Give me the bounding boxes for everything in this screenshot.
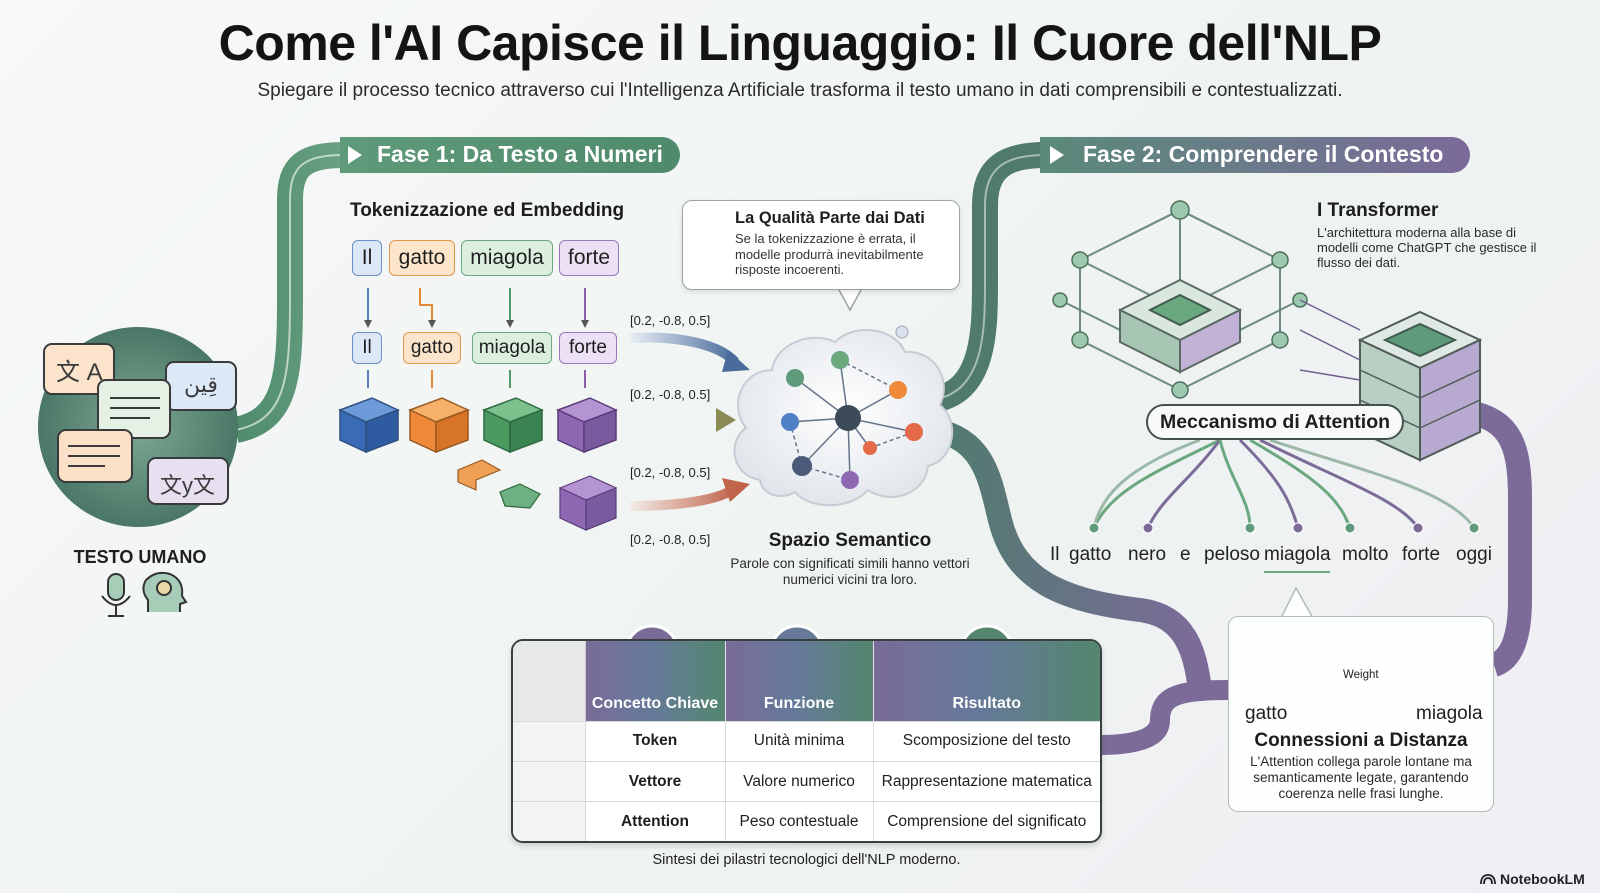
block-small-green [499, 483, 541, 509]
distance-title: Connessioni a Distanza [1254, 730, 1468, 751]
vector-label-1: [0.2, -0.8, 0.5] [630, 313, 711, 328]
speech-bubbles-icon [43, 343, 237, 505]
block-small-orange [457, 459, 502, 491]
token-il: Il [352, 240, 382, 276]
bubble-glyph-chinese: 文y文 [160, 473, 216, 498]
distance-to-word: miagola [1416, 703, 1483, 724]
row-concept: Attention [585, 801, 726, 841]
sentence-word: nero [1128, 544, 1167, 565]
semantic-title: Spazio Semantico [768, 530, 932, 551]
human-text-label: TESTO UMANO [73, 547, 207, 567]
sentence-word: Il [1050, 544, 1060, 565]
table-row: Token Unità minima Scomposizione del tes… [513, 720, 1100, 762]
phase1-label: Fase 1: Da Testo a Numeri [377, 141, 663, 167]
distance-from-word: gatto [1245, 703, 1288, 724]
bubble-glyph-translate: 文 A [56, 359, 103, 386]
transformer-title: I Transformer [1317, 200, 1439, 221]
phase2-banner [1040, 137, 1470, 173]
token-id-forte: forte [559, 332, 617, 364]
phase2-label: Fase 2: Comprendere il Contesto [1083, 141, 1444, 167]
lower-flow-path [932, 418, 1212, 692]
sentence-word-highlight: miagola [1264, 544, 1331, 565]
embedding-blocks [338, 397, 618, 531]
token-down-arrows [367, 288, 586, 388]
table-header-concept: Concetto Chiave [585, 641, 726, 721]
block-orange-icon [408, 397, 470, 454]
semantic-space-cloud [733, 325, 954, 507]
row-function: Unità minima [725, 720, 874, 762]
row-icon-cell [513, 760, 586, 802]
brand-logo: NotebookLM [1480, 871, 1585, 887]
transformer-text: L'architettura moderna alla base di mode… [1317, 225, 1537, 270]
callout-title: La Qualità Parte dai Dati [735, 209, 925, 227]
table-row: Attention Peso contestuale Comprensione … [513, 801, 1100, 841]
row-result: Comprensione del significato [873, 801, 1100, 841]
page-subtitle: Spiegare il processo tecnico attraverso … [257, 80, 1343, 101]
row-concept: Token [585, 720, 726, 762]
row-icon-cell [513, 720, 586, 762]
token-id-il: Il [352, 332, 382, 364]
microphone-icon [101, 573, 131, 617]
bubble-glyph-arabic: قِين [184, 372, 218, 397]
attention-badge: Meccanismo di Attention [1146, 404, 1404, 440]
transformer-stack-main [1117, 278, 1243, 374]
table-caption: Sintesi dei pilastri tecnologici dell'NL… [652, 852, 961, 868]
phase1-banner [340, 137, 680, 173]
row-function: Peso contestuale [725, 801, 874, 841]
distance-connections-box [1228, 616, 1494, 812]
block-blue-icon [338, 397, 400, 454]
notebooklm-icon [1480, 874, 1496, 885]
token-id-gatto: gatto [403, 332, 461, 364]
token-forte: forte [559, 240, 619, 276]
right-flow-path [1439, 398, 1532, 677]
summary-table: Concetto Chiave Funzione Risultato Token… [511, 639, 1102, 843]
block-green-icon [482, 397, 544, 454]
sentence-word: forte [1402, 544, 1441, 565]
table-header-function: Funzione [725, 641, 874, 721]
row-concept: Vettore [585, 760, 726, 802]
token-gatto: gatto [389, 240, 455, 276]
table-header-icon-col [513, 641, 586, 721]
vector-label-2: [0.2, -0.8, 0.5] [630, 387, 711, 402]
semantic-text: Parole con significati simili hanno vett… [730, 556, 970, 587]
row-result: Rappresentazione matematica [873, 760, 1100, 802]
distance-text: L'Attention collega parole lontane ma se… [1250, 754, 1472, 801]
tokenization-title: Tokenizzazione ed Embedding [350, 200, 625, 221]
attention-links [1092, 438, 1476, 529]
table-header-result: Risultato [873, 641, 1100, 721]
block-purple-icon [556, 397, 618, 454]
sentence-word: e [1180, 544, 1191, 565]
vector-label-4: [0.2, -0.8, 0.5] [630, 532, 711, 547]
callout-text: Se la tokenizzazione è errata, il modell… [735, 231, 924, 277]
row-result: Scomposizione del testo [873, 720, 1100, 762]
data-quality-callout: La Qualità Parte dai Dati Se la tokenizz… [682, 200, 960, 290]
sentence-word: oggi [1456, 544, 1492, 565]
brand-name: NotebookLM [1500, 871, 1585, 887]
token-miagola: miagola [461, 240, 553, 276]
page-title: Come l'AI Capisce il Linguaggio: Il Cuor… [218, 15, 1382, 71]
block-small-purple [558, 475, 618, 531]
vector-label-3: [0.2, -0.8, 0.5] [630, 465, 711, 480]
head-brain-icon [142, 571, 188, 612]
vector-arrow-1 [629, 332, 739, 366]
vector-arrow-3 [629, 483, 739, 511]
sentence-word: gatto [1069, 544, 1112, 565]
sentence-word: peloso [1204, 544, 1260, 565]
sentence-word: molto [1342, 544, 1389, 565]
row-icon-cell [513, 801, 586, 841]
token-id-miagola: miagola [472, 332, 552, 364]
weight-label: Weight [1343, 669, 1379, 681]
table-row: Vettore Valore numerico Rappresentazione… [513, 760, 1100, 802]
row-function: Valore numerico [725, 760, 874, 802]
